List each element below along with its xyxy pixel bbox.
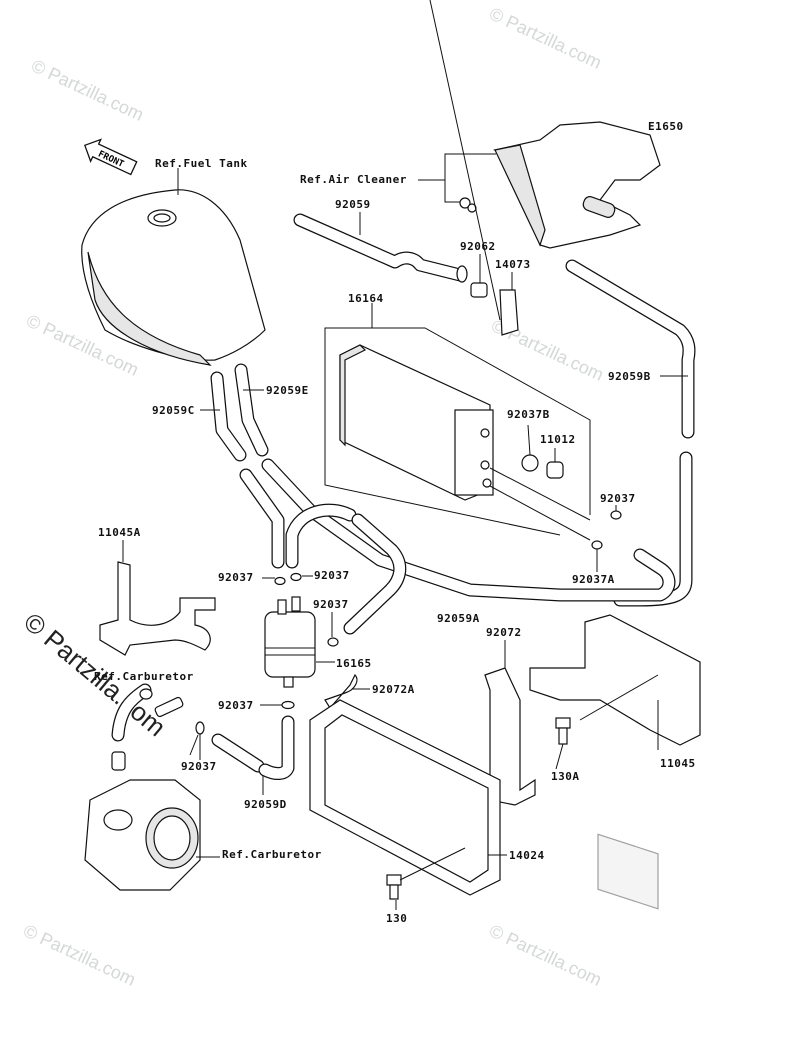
part-label[interactable]: 92037 xyxy=(181,760,217,773)
diagram-code: E1650 xyxy=(648,120,684,133)
part-label[interactable]: 130 xyxy=(386,912,407,925)
part-92062 xyxy=(470,282,488,298)
part-label[interactable]: 14073 xyxy=(495,258,531,271)
part-label[interactable]: 11045A xyxy=(98,526,141,539)
watermark: © Partzilla.com xyxy=(486,3,604,72)
part-label[interactable]: 92037 xyxy=(313,598,349,611)
part-label[interactable]: 11045 xyxy=(660,757,696,770)
part-label[interactable]: 92059E xyxy=(266,384,309,397)
part-label[interactable]: 92072A xyxy=(372,683,415,696)
bracket-92072 xyxy=(484,667,536,806)
box-14024 xyxy=(309,699,501,896)
part-label[interactable]: 92037A xyxy=(572,573,615,586)
bolt-130A xyxy=(555,717,571,745)
part-label[interactable]: 92072 xyxy=(486,626,522,639)
part-label[interactable]: 92037 xyxy=(218,571,254,584)
fuel-tank-shape xyxy=(81,189,266,366)
part-label[interactable]: 14024 xyxy=(509,849,545,862)
ref-carburetor-label: Ref.Carburetor xyxy=(222,848,322,861)
part-label[interactable]: 92059C xyxy=(152,404,195,417)
fuel-filter-16165 xyxy=(264,596,316,688)
part-label[interactable]: 92037 xyxy=(218,699,254,712)
part-label[interactable]: 92037 xyxy=(314,569,350,582)
part-label[interactable]: 92059B xyxy=(608,370,651,383)
part-label[interactable]: 16165 xyxy=(336,657,372,670)
part-14073 xyxy=(499,289,519,336)
air-cleaner-shape xyxy=(492,121,661,249)
bolt-130 xyxy=(386,874,402,900)
part-label[interactable]: 92059 xyxy=(335,198,371,211)
ref-carburetor-label: Ref.Carburetor xyxy=(94,670,194,683)
part-label[interactable]: 11012 xyxy=(540,433,576,446)
front-arrow-icon: FRONT xyxy=(83,138,138,176)
part-label[interactable]: 16164 xyxy=(348,292,384,305)
part-label[interactable]: 92059A xyxy=(437,612,480,625)
watermark: © Partzilla.com xyxy=(486,920,604,989)
watermark: © Partzilla.com xyxy=(28,55,146,124)
part-label[interactable]: 130A xyxy=(551,770,580,783)
watermark: © Partzilla.com xyxy=(20,920,138,989)
part-label[interactable]: 92037 xyxy=(600,492,636,505)
canister-16164 xyxy=(339,344,494,501)
labels: E1650 Ref.Fuel Tank Ref.Air Cleaner 9205… xyxy=(94,120,696,925)
bracket-11045A xyxy=(99,561,216,656)
ref-air-cleaner-label: Ref.Air Cleaner xyxy=(300,173,407,186)
part-label[interactable]: 92062 xyxy=(460,240,496,253)
part-label[interactable]: 92037B xyxy=(507,408,550,421)
carburetor-shape xyxy=(84,779,201,891)
clamp-92072A xyxy=(324,673,358,710)
ref-fuel-tank-label: Ref.Fuel Tank xyxy=(155,157,248,170)
part-label[interactable]: 92059D xyxy=(244,798,287,811)
